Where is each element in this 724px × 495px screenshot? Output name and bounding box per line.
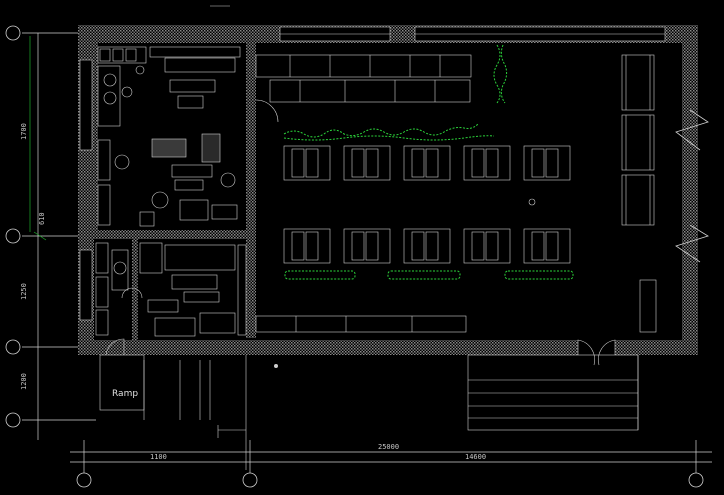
dining-table <box>343 228 391 264</box>
break-line-right-1 <box>675 109 709 151</box>
table-group <box>403 228 451 264</box>
dim-bottom-left: 1100 <box>150 453 167 461</box>
counter-top <box>255 54 472 78</box>
dim-left-top: 1700 <box>20 123 28 140</box>
chair <box>425 148 439 178</box>
chair <box>411 148 425 178</box>
planters <box>283 44 574 280</box>
axis-bubble-3 <box>5 339 21 355</box>
wall-bottom-mid <box>138 340 578 355</box>
chair <box>351 231 365 261</box>
chair <box>471 148 485 178</box>
dining-table <box>403 145 451 181</box>
dimension-labels: 1700 610 1250 1200 1100 25000 14600 <box>20 123 486 461</box>
dining-tables <box>283 145 571 264</box>
chair <box>411 231 425 261</box>
table-group <box>463 228 511 264</box>
planter-vertical <box>493 44 501 104</box>
chair <box>305 231 319 261</box>
partition-small <box>132 230 138 340</box>
chair <box>305 148 319 178</box>
table-group <box>463 145 511 181</box>
table-group <box>343 228 391 264</box>
planter-1 <box>284 270 356 280</box>
partition-kitchen-vertical <box>246 43 256 338</box>
dining-table <box>283 145 331 181</box>
break-line-right-2 <box>675 224 709 263</box>
dining-table <box>523 145 571 181</box>
wall-bottom-left <box>78 340 138 355</box>
front-steps <box>467 354 639 431</box>
axis-bubble-4 <box>5 412 21 428</box>
entrance-door <box>577 339 595 366</box>
chair <box>291 148 305 178</box>
dining-table <box>463 145 511 181</box>
dining-table <box>403 228 451 264</box>
chair <box>485 231 499 261</box>
table-group <box>523 145 571 181</box>
doors <box>105 338 616 366</box>
dining-table <box>463 228 511 264</box>
chair <box>531 148 545 178</box>
prep-table <box>151 138 187 158</box>
dim-left-mid: 610 <box>38 212 46 225</box>
chair <box>291 231 305 261</box>
wall-bottom-right <box>615 340 698 355</box>
table-group <box>283 228 331 264</box>
dining-table <box>523 228 571 264</box>
planter-3 <box>504 270 574 280</box>
axis-bubble-b <box>242 472 258 488</box>
exterior-structures <box>99 354 639 470</box>
chair <box>365 148 379 178</box>
axis-bubble-a <box>76 472 92 488</box>
partition-top-stub <box>94 43 98 233</box>
table-group <box>403 145 451 181</box>
window-left-1 <box>79 59 93 151</box>
chair <box>545 231 559 261</box>
table-group <box>343 145 391 181</box>
table-group <box>523 228 571 264</box>
axis-markers <box>22 32 712 480</box>
dim-left-bottom: 1200 <box>20 373 28 390</box>
dim-left-low: 1250 <box>20 283 28 300</box>
dining-table <box>343 145 391 181</box>
window-left-2 <box>79 249 93 321</box>
ramp <box>99 354 145 411</box>
dining-table <box>283 228 331 264</box>
counter-top-2 <box>269 79 471 103</box>
axis-bubbles <box>5 25 704 488</box>
ramp-label: Ramp <box>112 389 138 399</box>
chair <box>545 148 559 178</box>
chair <box>425 231 439 261</box>
exterior-walls <box>78 25 709 355</box>
axis-bubble-c <box>688 472 704 488</box>
dim-bottom-right: 14600 <box>465 453 486 461</box>
chair <box>365 231 379 261</box>
planter-2 <box>387 270 461 280</box>
chair <box>471 231 485 261</box>
chair <box>485 148 499 178</box>
dim-bottom-total: 25000 <box>378 443 399 451</box>
booth-seating <box>621 54 657 333</box>
interior-walls <box>94 43 256 340</box>
kitchen-equipment <box>95 46 247 337</box>
axis-bubble-1 <box>5 25 21 41</box>
chair <box>351 148 365 178</box>
table-group <box>283 145 331 181</box>
chair <box>531 231 545 261</box>
partition-horizontal <box>94 230 246 239</box>
axis-bubble-2 <box>5 228 21 244</box>
planter-long <box>283 123 479 138</box>
wall-right <box>682 25 698 355</box>
counters <box>255 54 472 333</box>
counter-bottom <box>255 315 467 333</box>
